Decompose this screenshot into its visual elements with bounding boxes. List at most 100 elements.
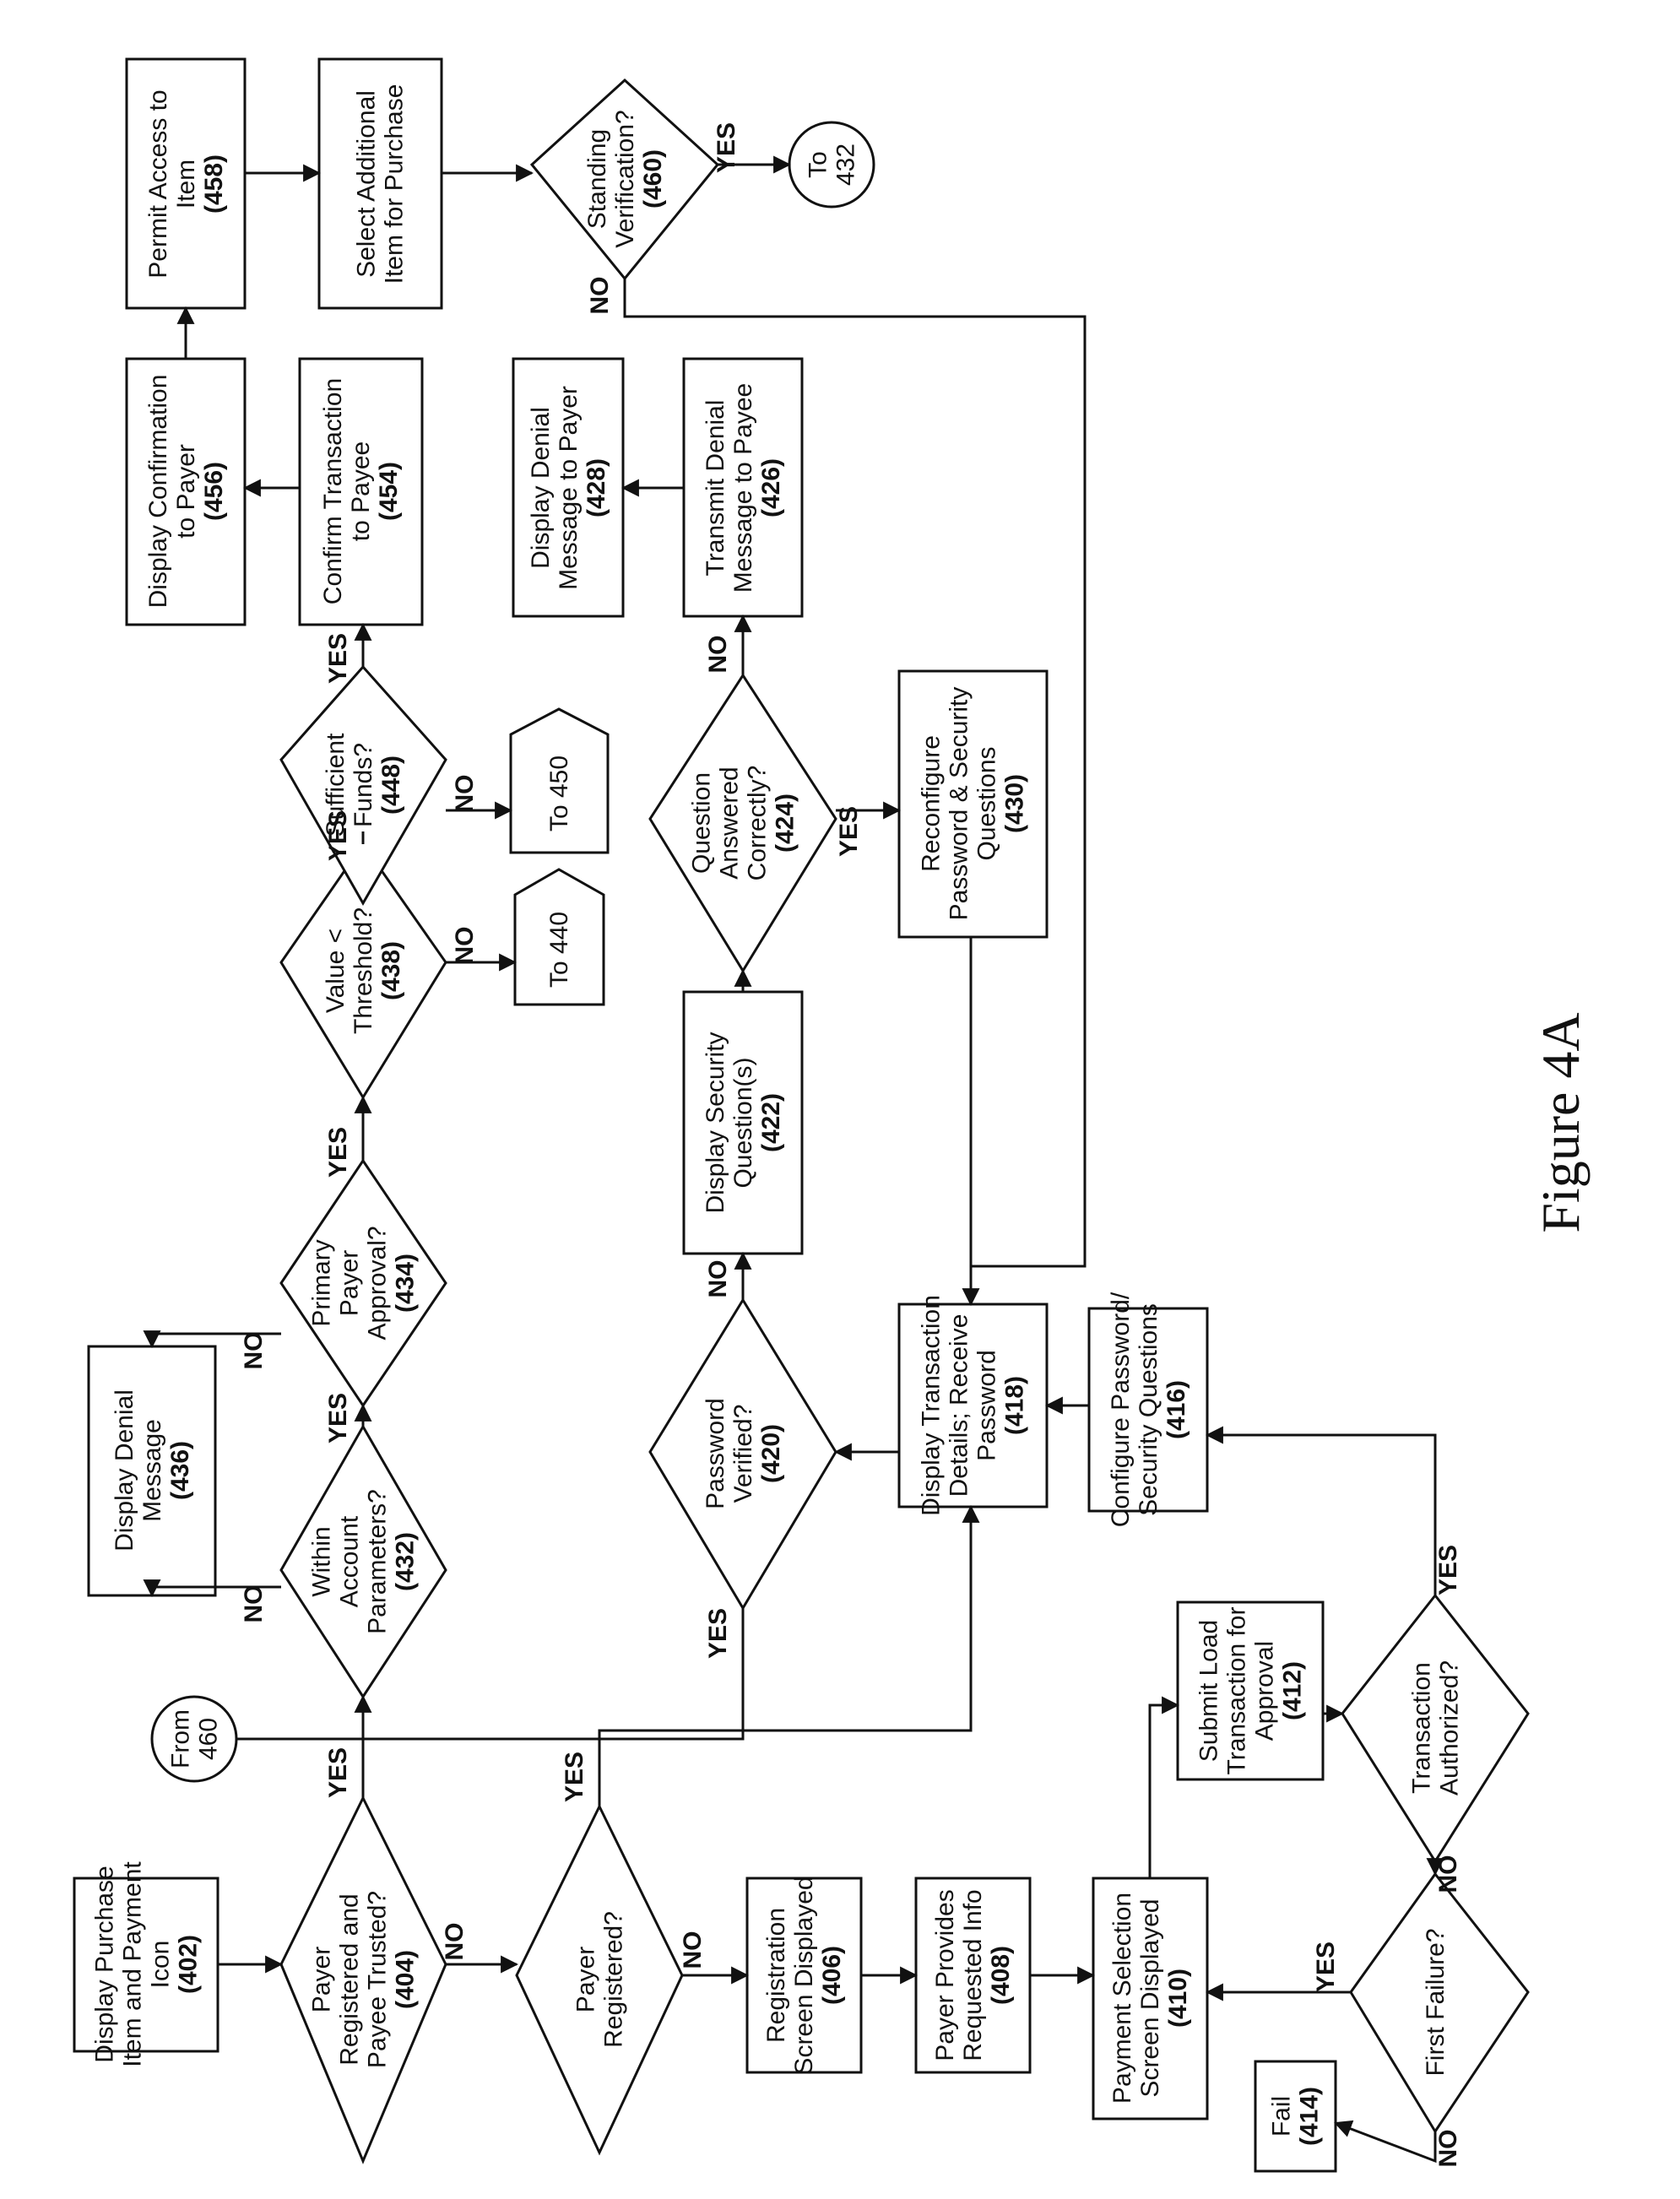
node-reference-number: (416) <box>1162 1380 1190 1439</box>
node-reference-number: (418) <box>1001 1376 1029 1435</box>
edge-label-e404-no: NO <box>441 1923 469 1961</box>
node-text-line: Payer <box>572 1947 600 2012</box>
node-text-line: Questions <box>973 746 1001 860</box>
n450-label: To 450 <box>545 756 573 831</box>
node-reference-number: (412) <box>1279 1661 1307 1720</box>
node-text-line: Standing <box>583 129 611 229</box>
node-text-line: Message to Payer <box>555 386 583 590</box>
node-text-line: Security Questions <box>1135 1303 1162 1516</box>
edge-label-e438-no: NO <box>451 927 479 965</box>
node-reference-number: (456) <box>200 462 228 521</box>
node-text-line: Question(s) <box>729 1057 757 1188</box>
node-reference-number: (410) <box>1164 1969 1192 2028</box>
node-text-line: Item for Purchase <box>381 84 409 284</box>
edge-label-e460-no: NO <box>586 277 614 315</box>
node-reference-number: (404) <box>392 1950 420 2009</box>
node-text-line: Within <box>308 1526 336 1596</box>
node-reference-number: (436) <box>166 1441 194 1500</box>
node-text-line: Payer Provides <box>931 1889 959 2061</box>
node-text-line: Payer <box>308 1947 336 2012</box>
node-reference-number: (420) <box>757 1424 785 1483</box>
edge-label-e438-yes: YES <box>324 810 352 861</box>
node-text-line: Permit Access to <box>144 89 172 278</box>
node-text-line: Confirm Transaction <box>319 378 347 604</box>
node-text-line: Registered? <box>600 1911 628 2048</box>
c-from460-label: From460 <box>167 1709 223 1768</box>
node-text-line: Display Denial <box>111 1389 138 1552</box>
node-reference-number: (448) <box>377 756 405 815</box>
edge-ta-yes-416 <box>1207 1435 1435 1595</box>
node-text-line: To <box>805 151 832 178</box>
node-text-line: Registered and <box>336 1893 364 2065</box>
node-text-line: 432 <box>832 144 860 186</box>
node-text-line: To 450 <box>545 756 573 831</box>
node-text-line: Transaction for <box>1223 1607 1251 1775</box>
figure-caption: Figure 4A <box>1531 1012 1591 1232</box>
node-text-line: To 440 <box>545 912 573 988</box>
node-text-line: Requested Info <box>959 1889 987 2061</box>
node-text-line: Screen Displayed <box>1136 1898 1164 2097</box>
node-text-line: Item and Payment <box>119 1861 147 2067</box>
edge-label-e432-no: NO <box>240 1585 268 1623</box>
node-text-line: Verified? <box>729 1405 757 1503</box>
edge-label-e-payer-yes: YES <box>561 1752 588 1802</box>
node-text-line: Display Transaction <box>918 1295 946 1516</box>
edge-label-e424-no: NO <box>704 636 732 674</box>
node-text-line: Password <box>973 1350 1001 1461</box>
node-text-line: Parameters? <box>364 1489 392 1634</box>
edge-410-412 <box>1150 1705 1178 1878</box>
edge-label-e-ta-yes: YES <box>1434 1545 1462 1595</box>
n-select-label: Select AdditionalItem for Purchase <box>353 84 409 284</box>
node-reference-number: (434) <box>392 1254 420 1313</box>
node-text-line: Answered <box>716 766 744 879</box>
node-text-line: Message <box>138 1419 166 1522</box>
node-text-line: Reconfigure <box>918 735 946 872</box>
node-reference-number: (414) <box>1296 2087 1324 2146</box>
edge-label-e434-yes: YES <box>324 1127 352 1178</box>
node-text-line: Payment Selection <box>1108 1893 1136 2104</box>
node-reference-number: (424) <box>772 793 799 853</box>
node-text-line: Question <box>688 772 716 874</box>
edge-420-yes <box>363 1608 743 1739</box>
node-text-line: Authorized? <box>1436 1660 1464 1795</box>
node-text-line: Payee Trusted? <box>364 1891 392 2068</box>
edge-label-e-ff-no: NO <box>1434 2130 1462 2168</box>
node-text-line: Registration <box>762 1908 790 2043</box>
node-text-line: to Payee <box>347 441 375 541</box>
node-text-line: Screen Displayed <box>790 1876 818 2074</box>
node-text-line: Icon <box>147 1941 175 1989</box>
node-text-line: Threshold? <box>350 907 377 1034</box>
edge-label-e420-yes: YES <box>704 1608 732 1659</box>
edge-label-e420-no: NO <box>704 1260 732 1298</box>
edge-label-e432-yes: YES <box>324 1393 352 1443</box>
node-text-line: 460 <box>195 1718 223 1760</box>
node-reference-number: (402) <box>175 1935 203 1994</box>
node-text-line: Funds? <box>350 743 377 827</box>
node-text-line: Select Additional <box>353 90 381 278</box>
node-reference-number: (430) <box>1001 774 1029 833</box>
node-text-line: Approval? <box>364 1226 392 1340</box>
node-text-line: Item <box>172 160 200 209</box>
node-reference-number: (426) <box>757 458 785 517</box>
node-text-line: Password & Security <box>946 687 973 921</box>
node-text-line: Approval <box>1251 1641 1279 1741</box>
node-text-line: to Payer <box>172 444 200 539</box>
node-reference-number: (460) <box>639 149 667 209</box>
node-reference-number: (432) <box>392 1532 420 1591</box>
edge-label-e434-no: NO <box>240 1332 268 1370</box>
node-text-line: Password <box>702 1398 729 1509</box>
node-text-line: Account <box>336 1515 364 1607</box>
node-reference-number: (454) <box>375 462 403 521</box>
node-text-line: Details; Receive <box>946 1314 973 1498</box>
edge-ff-no-414 <box>1336 2123 1435 2161</box>
node-text-line: Correctly? <box>744 766 772 881</box>
node-text-line: Display Security <box>702 1032 729 1213</box>
edge-label-e448-no: NO <box>451 775 479 813</box>
node-text-line: Display Purchase <box>91 1866 119 2062</box>
node-reference-number: (406) <box>818 1946 846 2005</box>
node-reference-number: (438) <box>377 941 405 1000</box>
node-text-line: Message to Payee <box>729 383 757 593</box>
node-text-line: Submit Load <box>1195 1620 1223 1762</box>
edge-label-e460-yes: YES <box>713 122 740 173</box>
node-reference-number: (408) <box>987 1946 1015 2005</box>
